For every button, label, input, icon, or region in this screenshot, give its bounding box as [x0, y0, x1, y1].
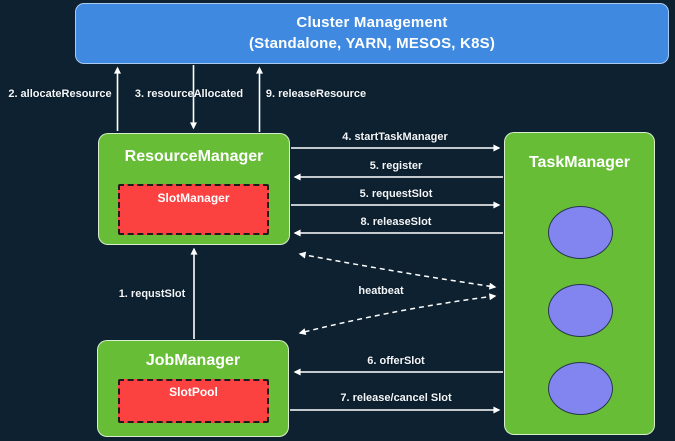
arrow-heartbeat-rm — [298, 251, 497, 290]
label-offer-slot: 6. offerSlot — [367, 355, 425, 367]
resource-manager-box: ResourceManager SlotManager — [98, 133, 290, 245]
task-slot-circle-3 — [548, 362, 613, 415]
task-slot-circle-1 — [548, 206, 613, 259]
label-release-cancel-slot: 7. release/cancel Slot — [340, 392, 452, 404]
label-release-resource: 9. releaseResource — [265, 88, 367, 100]
task-slot-circle-2 — [548, 284, 613, 337]
label-resource-allocated: 3. resourceAllocated — [134, 88, 244, 100]
arrow-heartbeat-jm — [298, 293, 497, 336]
slot-pool-box: SlotPool — [118, 379, 269, 423]
cluster-management-title: Cluster Management — [296, 14, 448, 32]
label-allocate-resource: 2. allocateResource — [8, 88, 112, 100]
job-manager-title: JobManager — [145, 352, 241, 369]
label-register: 5. register — [369, 160, 423, 172]
task-manager-title: TaskManager — [528, 154, 631, 171]
label-requst-slot: 1. requstSlot — [118, 288, 186, 300]
cluster-management-subtitle: (Standalone, YARN, MESOS, K8S) — [248, 34, 496, 52]
job-manager-box: JobManager SlotPool — [97, 340, 289, 437]
slot-manager-label: SlotManager — [157, 191, 230, 205]
resource-manager-title: ResourceManager — [124, 148, 264, 165]
slot-manager-box: SlotManager — [118, 184, 269, 235]
label-start-task-manager: 4. startTaskManager — [342, 131, 448, 143]
label-heartbeat: heatbeat — [358, 285, 404, 297]
label-request-slot: 5. requestSlot — [359, 188, 433, 200]
label-release-slot: 8. releaseSlot — [360, 216, 432, 228]
task-manager-box: TaskManager — [504, 132, 655, 435]
slot-pool-label: SlotPool — [169, 385, 218, 399]
cluster-management-box: Cluster Management (Standalone, YARN, ME… — [75, 3, 669, 64]
